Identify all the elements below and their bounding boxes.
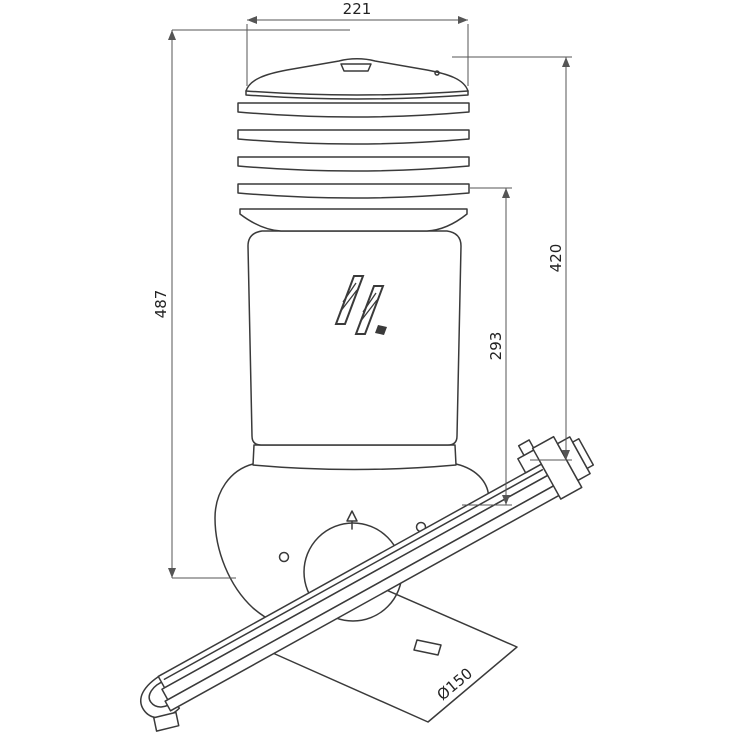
logo-bar-2 (354, 285, 385, 335)
logo-bar-1 (334, 275, 365, 325)
cap-rivet (434, 70, 440, 76)
connector-end-cap (571, 437, 595, 470)
louver-collar (239, 208, 468, 232)
louver-fin (237, 102, 470, 118)
screw-hole-left (278, 551, 290, 563)
dimension-label-inner-height: 293 (487, 332, 505, 361)
louver-stack (237, 102, 470, 199)
dimension-label-right-height: 420 (547, 244, 565, 273)
louver-fin (237, 156, 470, 172)
dimension-left-height: 487 (152, 29, 350, 579)
logo-hatching (339, 282, 378, 323)
flashing-plate (140, 435, 595, 732)
dimension-label-left-height: 487 (152, 290, 170, 319)
vent-body-outline (247, 230, 462, 446)
vent-body (247, 230, 462, 446)
logo-dot (375, 325, 387, 335)
flashing-foot (153, 711, 180, 732)
dimension-label-top-width: 221 (343, 0, 372, 18)
cap-top-detail (340, 63, 372, 72)
connector-tab-small (517, 439, 536, 457)
base-plate-slot (413, 639, 442, 656)
cap-brim-line (245, 90, 469, 96)
vent-cap (245, 58, 469, 100)
vent-neck (252, 444, 457, 471)
louver-fin (237, 129, 470, 145)
brand-logo-icon (334, 275, 387, 335)
dimension-inner-height: 293 (462, 187, 512, 506)
cap-outline (245, 58, 469, 100)
dimension-right-height: 420 (452, 56, 572, 461)
louver-fin (237, 183, 470, 199)
dimension-top-width: 221 (246, 0, 469, 86)
